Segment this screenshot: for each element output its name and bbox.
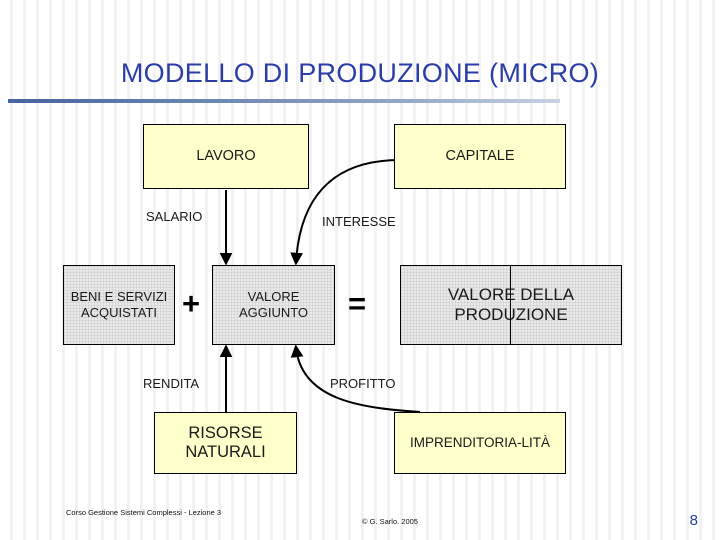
box-imprenditorialita: IMPRENDITORIA-LITÀ	[394, 412, 566, 474]
label-salario: SALARIO	[146, 209, 203, 224]
box-valore-aggiunto: VALORE AGGIUNTO	[212, 265, 335, 345]
label-interesse: INTERESSE	[322, 214, 396, 229]
title-divider	[8, 99, 560, 103]
box-valore-produzione-inner-divider	[510, 265, 511, 345]
box-valore-della-produzione: VALORE DELLA PRODUZIONE	[400, 265, 622, 345]
box-beni-servizi-acquistati: BENI E SERVIZI ACQUISTATI	[63, 265, 175, 345]
footer-copyright: © G. Sarlo. 2005	[362, 517, 418, 526]
label-rendita: RENDITA	[143, 376, 200, 391]
label-profitto: PROFITTO	[330, 376, 396, 391]
box-capitale: CAPITALE	[394, 124, 566, 189]
plus-operator: +	[182, 286, 201, 321]
page-number: 8	[689, 512, 698, 529]
equals-operator: =	[348, 286, 367, 321]
page-title: MODELLO DI PRODUZIONE (MICRO)	[120, 58, 600, 88]
box-risorse-naturali: RISORSE NATURALI	[154, 412, 297, 474]
box-lavoro: LAVORO	[143, 124, 309, 189]
footer-course-info: Corso Gestione Sistemi Complessi - Lezio…	[66, 508, 222, 517]
